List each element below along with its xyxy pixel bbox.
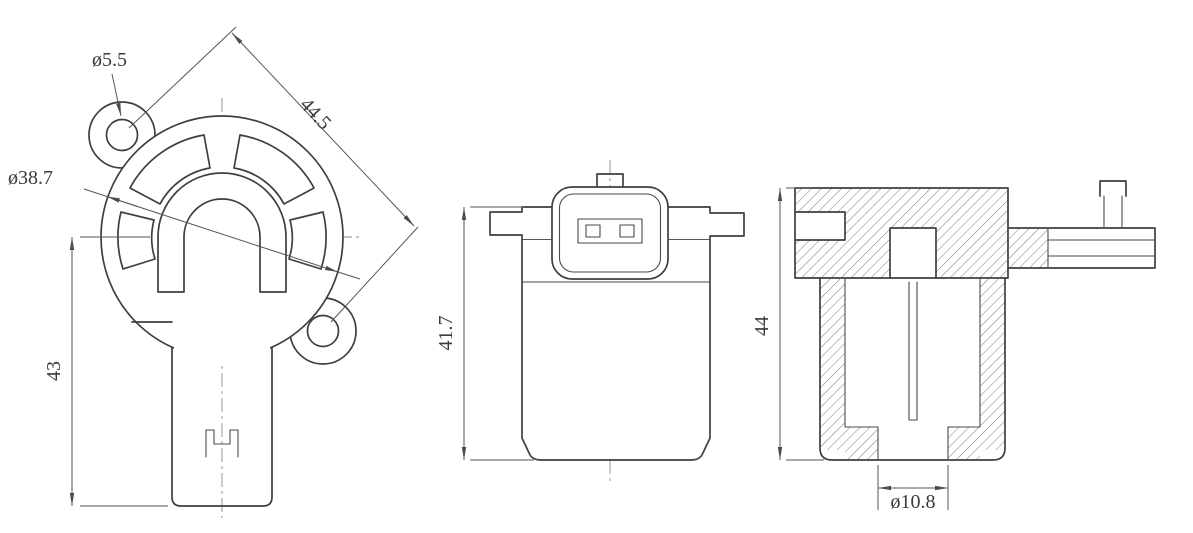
dim-front-height: 43 <box>43 236 168 507</box>
bottom-insert-right-hatch <box>948 427 980 459</box>
right-wall-hatch <box>980 278 1005 450</box>
mount-hole-top-left <box>105 118 139 152</box>
snap-clip-detail <box>205 429 239 458</box>
dim-section-height: 44 <box>751 187 824 461</box>
housing-top-section-hatch <box>795 188 1008 278</box>
left-wall-hatch <box>820 278 845 450</box>
section-view: 44 ø10.8 <box>751 180 1156 513</box>
dim-label-flange-diameter: ø38.7 <box>8 167 53 189</box>
sensor-body-outline <box>521 240 711 461</box>
side-view: 41.7 <box>435 160 745 482</box>
terminal-pin-left <box>585 224 601 238</box>
dim-label-side-height: 41.7 <box>435 316 457 351</box>
leader-line <box>111 73 122 117</box>
bottom-insert-left-hatch <box>845 427 878 459</box>
dim-ear-hole-diameter: ø5.5 <box>92 49 127 117</box>
cavity-walls <box>844 277 981 461</box>
dim-flange-diameter: ø38.7 <box>8 167 361 280</box>
rotor-wedge-w <box>117 211 156 270</box>
sensor-body-outline <box>171 346 273 507</box>
connector-outline <box>551 186 669 280</box>
dim-label-front-height: 43 <box>43 361 65 381</box>
dim-label-mounting-hole-spacing: 44.5 <box>295 94 335 135</box>
lower-housing-outline <box>819 277 1006 461</box>
lock-tab-stems <box>1103 195 1123 229</box>
dim-side-height: 41.7 <box>435 206 534 461</box>
left-notch <box>794 211 846 241</box>
dim-bore-diameter: ø10.8 <box>877 465 949 513</box>
connector-lock-tab <box>1099 180 1127 197</box>
diameter-arrow-segment <box>106 196 139 208</box>
front-view: ø5.5 44.5 ø38.7 43 <box>8 26 419 518</box>
center-pin <box>908 281 918 421</box>
dim-label-bore-diameter: ø10.8 <box>891 491 936 513</box>
diameter-line-tail <box>337 271 361 280</box>
connector-root-hatch <box>1008 228 1048 268</box>
sensor-pocket <box>889 227 937 279</box>
terminal-recess <box>577 218 643 244</box>
body-join-mask <box>174 340 270 366</box>
dimension-line <box>231 32 415 227</box>
connector-inner-wall <box>558 193 662 273</box>
dim-label-section-height: 44 <box>751 316 773 336</box>
dim-label-ear-hole-diameter: ø5.5 <box>92 49 127 71</box>
sensor-arch-cutout <box>157 172 287 293</box>
terminal-pin-right <box>619 224 635 238</box>
connector-lock-tab <box>596 173 624 188</box>
extension-line <box>128 26 237 129</box>
mount-hole-bottom-right <box>306 314 340 348</box>
connector-terminal-lines <box>1047 227 1156 269</box>
extension-line <box>330 226 419 323</box>
connector-outline <box>1007 227 1156 269</box>
rotor-wedge-nw <box>129 134 211 205</box>
